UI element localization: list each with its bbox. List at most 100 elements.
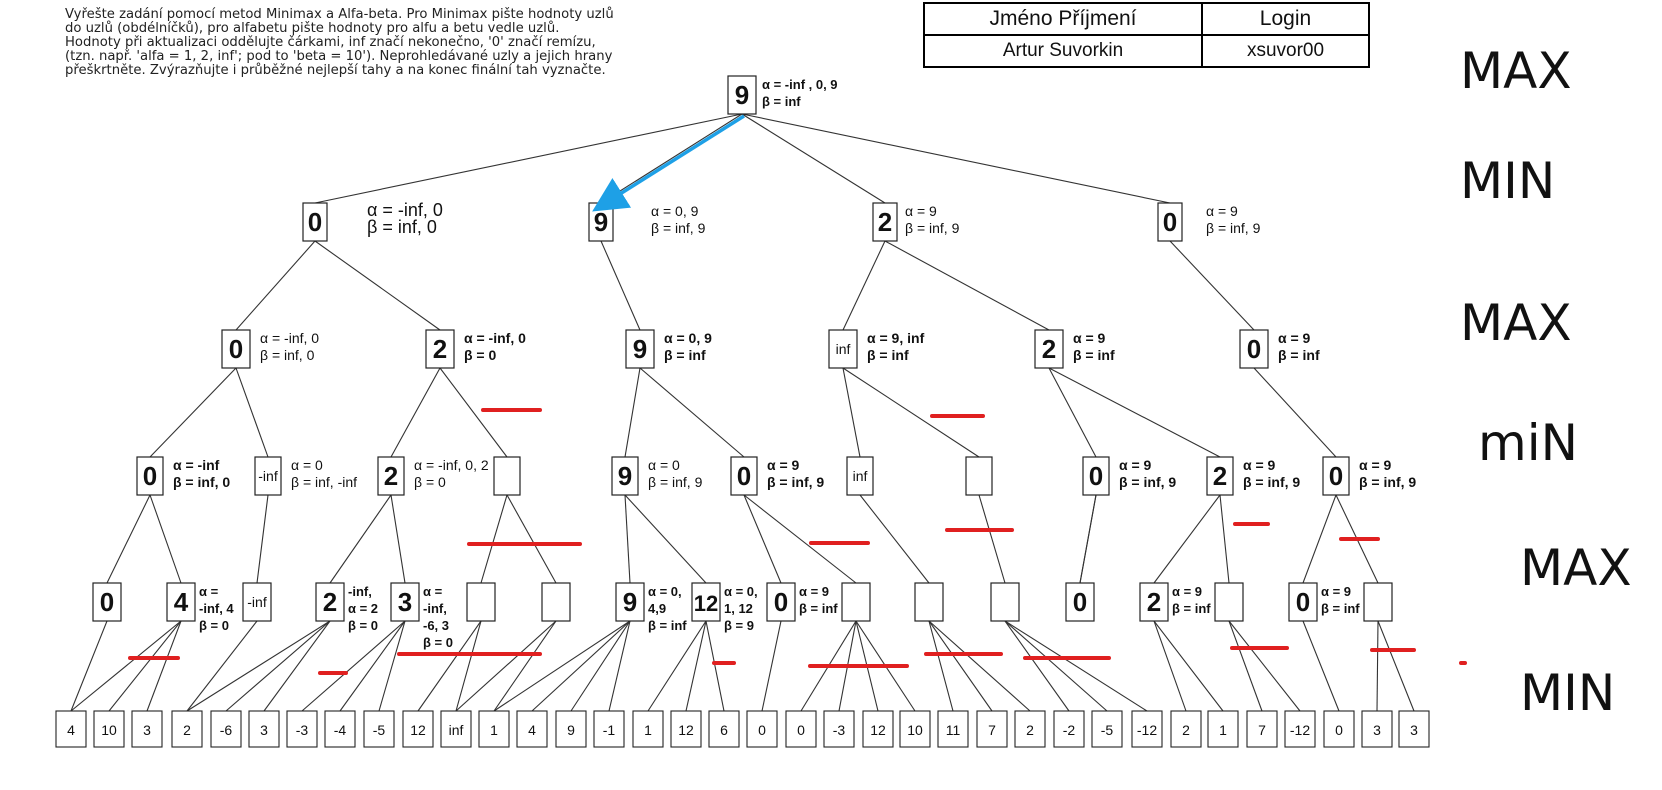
alpha-annotation: 1, 12 [724, 601, 753, 616]
min-node [493, 456, 521, 496]
min-node [1206, 456, 1234, 496]
min-node [846, 456, 874, 496]
leaf-node [248, 710, 280, 748]
level-label: MAX [1460, 42, 1572, 100]
alpha-annotation: -inf, [423, 601, 447, 616]
alpha-annotation: α = 9 [1119, 457, 1152, 473]
leaf-value: 2 [183, 722, 191, 738]
min-node-value: 2 [384, 461, 398, 491]
tree-edge [1004, 620, 1148, 712]
level-label: MAX [1460, 294, 1572, 352]
leaf-node [1170, 710, 1202, 748]
alpha-annotation: α = 9 [1073, 330, 1106, 346]
tree-edge [978, 494, 1006, 584]
beta-annotation: β = inf [1278, 347, 1320, 363]
max-node [615, 582, 645, 622]
tree-edge [624, 494, 707, 584]
leaf-node [363, 710, 395, 748]
tree-edge [1048, 367, 1221, 458]
tree-edge [1228, 620, 1263, 712]
tree-edge [339, 620, 406, 712]
alpha-annotation: α = [423, 584, 443, 599]
tree-edge [1048, 367, 1097, 458]
max-node [242, 582, 272, 622]
leaf-node [937, 710, 969, 748]
max-node [1065, 582, 1095, 622]
tree-edge [859, 494, 930, 584]
alpha-annotation: α = -inf , 0, 9 [762, 77, 838, 92]
level-label: MIN [1460, 152, 1555, 210]
beta-annotation: β = inf, 0 [367, 217, 437, 237]
alpha-annotation: -inf, [348, 584, 372, 599]
min-node [1322, 456, 1350, 496]
tree-edge [506, 494, 557, 584]
alpha-annotation: α = -inf, 0 [464, 330, 526, 346]
pruned-marks [128, 408, 1467, 675]
beta-annotation: β = inf [664, 347, 706, 363]
beta-annotation: β = inf, 9 [651, 220, 706, 236]
tree-edge [842, 367, 861, 458]
tree-edge [70, 620, 182, 712]
beta-annotation: β = inf, 9 [1243, 474, 1300, 490]
leaf-node [555, 710, 587, 748]
tree-edge [1219, 494, 1230, 584]
leaf-value: -2 [1063, 722, 1076, 738]
alpha-annotation: α = -inf, 0 [367, 200, 443, 220]
task-instructions: Vyřešte zadání pomocí metod Minimax a Al… [65, 8, 725, 78]
alpha-annotation: α = -inf, 0 [260, 330, 319, 346]
alpha-annotation: -6, 3 [423, 618, 449, 633]
max-node-value: 0 [229, 334, 243, 364]
min-node [965, 456, 993, 496]
min-node-value: -inf [258, 468, 278, 484]
leaf-value: 7 [1258, 722, 1266, 738]
leaf-value: inf [449, 722, 464, 738]
leaf-node [899, 710, 931, 748]
max-node [1214, 582, 1244, 622]
beta-annotation: β = 0 [414, 474, 446, 490]
max-node-value: 9 [623, 587, 637, 617]
max-node-value: 0 [1296, 587, 1310, 617]
leaf-value: 11 [946, 722, 961, 738]
tree-edge [1228, 620, 1301, 712]
leaf-value: -6 [220, 722, 233, 738]
leaf-value: -5 [1101, 722, 1114, 738]
max-node [625, 329, 655, 369]
tree-edge [531, 620, 631, 712]
min-node-value: 0 [1163, 207, 1177, 237]
alpha-annotation: α = 0, [648, 584, 682, 599]
alpha-annotation: α = 0, [724, 584, 758, 599]
leaf-node [708, 710, 740, 748]
alpha-annotation: α = 9 [767, 457, 800, 473]
leaf-node [210, 710, 242, 748]
leaf-value: -4 [334, 722, 347, 738]
beta-annotation: β = inf [1073, 347, 1115, 363]
alpha-annotation: α = 9, inf [867, 330, 925, 346]
leaf-value: 4 [67, 722, 75, 738]
tree-edge [1169, 240, 1255, 331]
min-node [1082, 456, 1110, 496]
tree-edge [1153, 620, 1224, 712]
tree-edge [263, 620, 331, 712]
beta-annotation: β = inf, 9 [905, 220, 960, 236]
tree-edge [842, 240, 886, 331]
max-node-value: 0 [774, 587, 788, 617]
tree-edge [743, 494, 782, 584]
tree-edge [493, 620, 631, 712]
alpha-annotation: α = 0 [291, 457, 323, 473]
max-node [1288, 582, 1318, 622]
best-move-arrow [592, 114, 745, 212]
student-name: Artur Suvorkin [923, 34, 1203, 68]
tree-edge [1004, 620, 1070, 712]
leaf-value: 1 [644, 722, 652, 738]
leaf-value: -12 [1290, 722, 1310, 738]
tree-edge [329, 494, 392, 584]
min-node-value: 0 [737, 461, 751, 491]
tree-edge [1302, 494, 1337, 584]
leaf-node [1091, 710, 1123, 748]
alpha-annotation: α = -inf, 0, 2 [414, 457, 489, 473]
leaf-node [1014, 710, 1046, 748]
tree-edge [600, 240, 641, 331]
leaf-value: 10 [101, 722, 117, 738]
leaf-node [131, 710, 163, 748]
